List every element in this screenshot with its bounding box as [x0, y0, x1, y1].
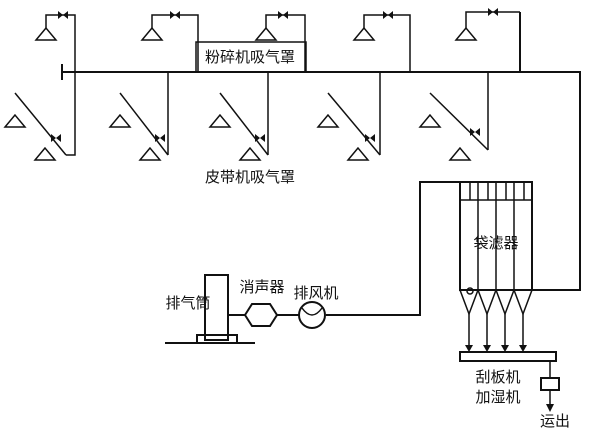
- hood-icon: [33, 146, 57, 161]
- stack-label: 排气筒: [165, 294, 210, 312]
- hood-icon: [448, 146, 472, 161]
- valve-icon: [365, 134, 375, 142]
- hood-icon: [454, 26, 478, 41]
- exhaust-stack: [165, 274, 255, 344]
- silencer-label: 消声器: [239, 278, 284, 296]
- hood-icon: [138, 146, 162, 161]
- valve-icon: [278, 11, 288, 19]
- hood-icon: [352, 26, 376, 41]
- crusher-label-box: [195, 41, 307, 73]
- hood-icon: [316, 113, 340, 128]
- bag-filter: [459, 181, 533, 317]
- hopper-discharge: [465, 314, 527, 352]
- valve-icon: [170, 11, 180, 19]
- humidifier-box: [540, 377, 560, 391]
- duct-to-filter-return: [520, 71, 581, 291]
- main-duct: [61, 12, 521, 80]
- valve-icon: [383, 11, 393, 19]
- valve-icon: [51, 134, 61, 142]
- valve-icon: [488, 8, 498, 16]
- hoods-group: [3, 26, 478, 161]
- scraper-conveyor: [459, 351, 557, 362]
- exhaust-fan: [298, 301, 326, 329]
- valve-icon: [255, 134, 265, 142]
- valves-group: [51, 8, 498, 142]
- belt-hood-label: 皮带机吸气罩: [205, 168, 295, 186]
- hood-icon: [254, 26, 278, 41]
- hood-icon: [140, 26, 164, 41]
- belt-branches: [14, 72, 489, 156]
- silencer: [228, 303, 299, 327]
- scraper-label: 刮板机: [475, 368, 520, 386]
- crusher-hood-label: 粉碎机吸气罩: [205, 48, 295, 66]
- valve-icon: [58, 11, 68, 19]
- hood-icon: [238, 146, 262, 161]
- hood-icon: [346, 146, 370, 161]
- bag-filter-label: 袋滤器: [473, 234, 518, 252]
- hood-icon: [34, 26, 58, 41]
- hood-icon: [418, 113, 442, 128]
- fan-to-filter-duct: [326, 290, 421, 316]
- exhaust-fan-label: 排风机: [293, 284, 338, 302]
- out-label: 运出: [540, 412, 570, 430]
- hood-icon: [3, 113, 27, 128]
- humidifier-label: 加湿机: [475, 388, 520, 406]
- valve-icon: [470, 128, 480, 136]
- valve-icon: [155, 134, 165, 142]
- hood-icon: [208, 113, 232, 128]
- hood-icon: [108, 113, 132, 128]
